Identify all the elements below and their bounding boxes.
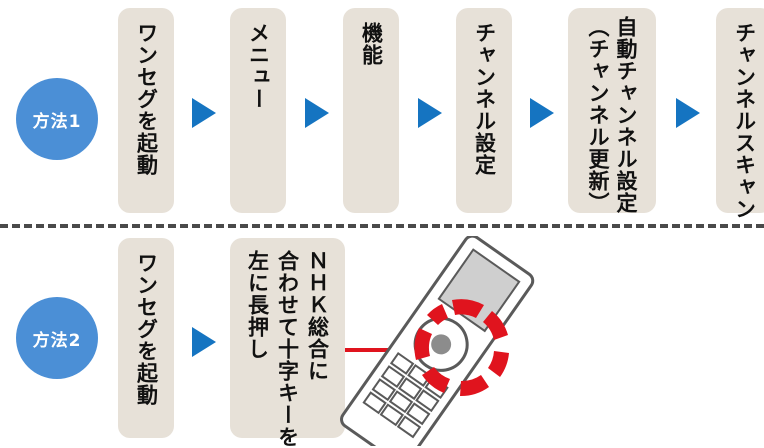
triangle-right-icon bbox=[418, 98, 442, 128]
method-1-badge: 方法1 bbox=[16, 78, 98, 160]
method1-step-functions: 機能 bbox=[343, 8, 399, 213]
step-label: ＮＨＫ総合に 合わせて十字キーを 左に長押し bbox=[245, 250, 330, 448]
step-label: チャンネルスキャン bbox=[732, 22, 757, 220]
step-label: チャンネル設定 bbox=[472, 22, 497, 176]
triangle-right-icon bbox=[530, 98, 554, 128]
dashed-divider bbox=[0, 224, 764, 228]
triangle-right-icon bbox=[192, 98, 216, 128]
mobile-phone-icon bbox=[340, 236, 535, 446]
triangle-right-icon bbox=[192, 327, 216, 357]
method2-step-nhk-long-press: ＮＨＫ総合に 合わせて十字キーを 左に長押し bbox=[230, 238, 345, 448]
method-2-badge: 方法2 bbox=[16, 297, 98, 379]
step-label: メニュー bbox=[246, 22, 271, 110]
method-2-badge-label: 方法2 bbox=[32, 330, 82, 351]
triangle-right-icon bbox=[676, 98, 700, 128]
method1-step-menu: メニュー bbox=[230, 8, 286, 213]
method1-step-auto-channel-settings: 自動チャンネル設定 （チャンネル更新） bbox=[568, 8, 656, 214]
step-label: ワンセグを起動 bbox=[134, 22, 159, 176]
step-label: 機能 bbox=[359, 22, 384, 66]
triangle-right-icon bbox=[305, 98, 329, 128]
step-label: ワンセグを起動 bbox=[134, 252, 159, 406]
method1-step-channel-scan: チャンネルスキャン bbox=[716, 8, 764, 220]
method1-step-channel-settings: チャンネル設定 bbox=[456, 8, 512, 213]
method2-step-start-oneseg: ワンセグを起動 bbox=[118, 238, 174, 438]
method-1-badge-label: 方法1 bbox=[32, 111, 82, 132]
method1-step-start-oneseg: ワンセグを起動 bbox=[118, 8, 174, 213]
step-label: 自動チャンネル設定 （チャンネル更新） bbox=[586, 16, 638, 214]
